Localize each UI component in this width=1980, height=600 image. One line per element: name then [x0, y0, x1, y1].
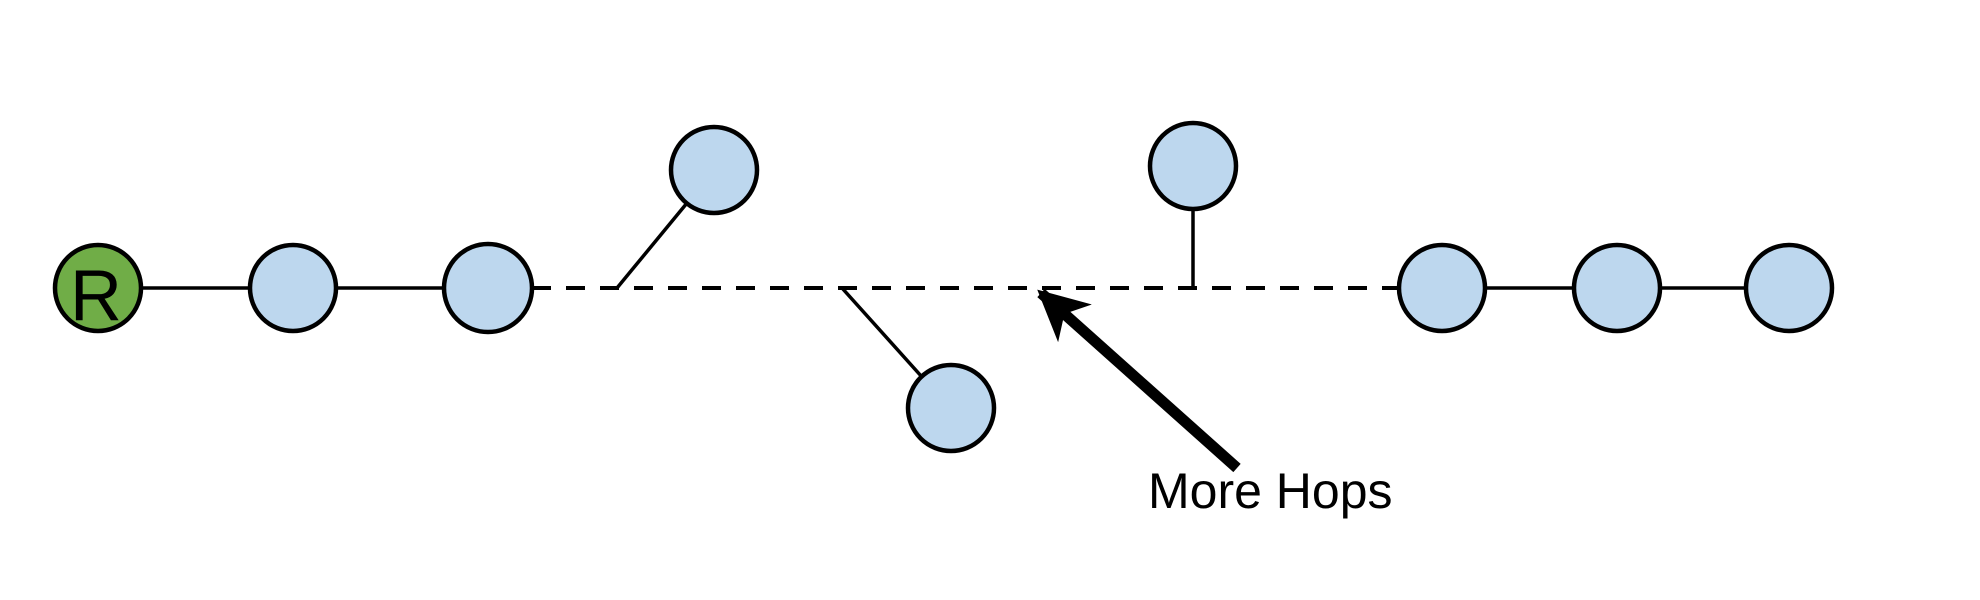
- sensor-node-circle: [905, 362, 997, 454]
- sensor-node-circle: [441, 241, 535, 335]
- sensor-node-circle: [1147, 120, 1239, 212]
- edge-branch-down-line: [840, 286, 924, 379]
- more-hops-label: More Hops: [1148, 463, 1393, 519]
- sensor-node-circle: [1396, 242, 1488, 334]
- sensor-node-circle: [1571, 242, 1663, 334]
- edge-branch-up-1-line: [615, 201, 689, 290]
- root-node-label: R: [70, 256, 122, 336]
- sensor-node-circle: [668, 124, 760, 216]
- more-hops-arrow: [1037, 288, 1241, 473]
- root-node-circle: [52, 242, 144, 334]
- sensor-node-circle: [247, 242, 339, 334]
- sensor-node-circle: [1743, 242, 1835, 334]
